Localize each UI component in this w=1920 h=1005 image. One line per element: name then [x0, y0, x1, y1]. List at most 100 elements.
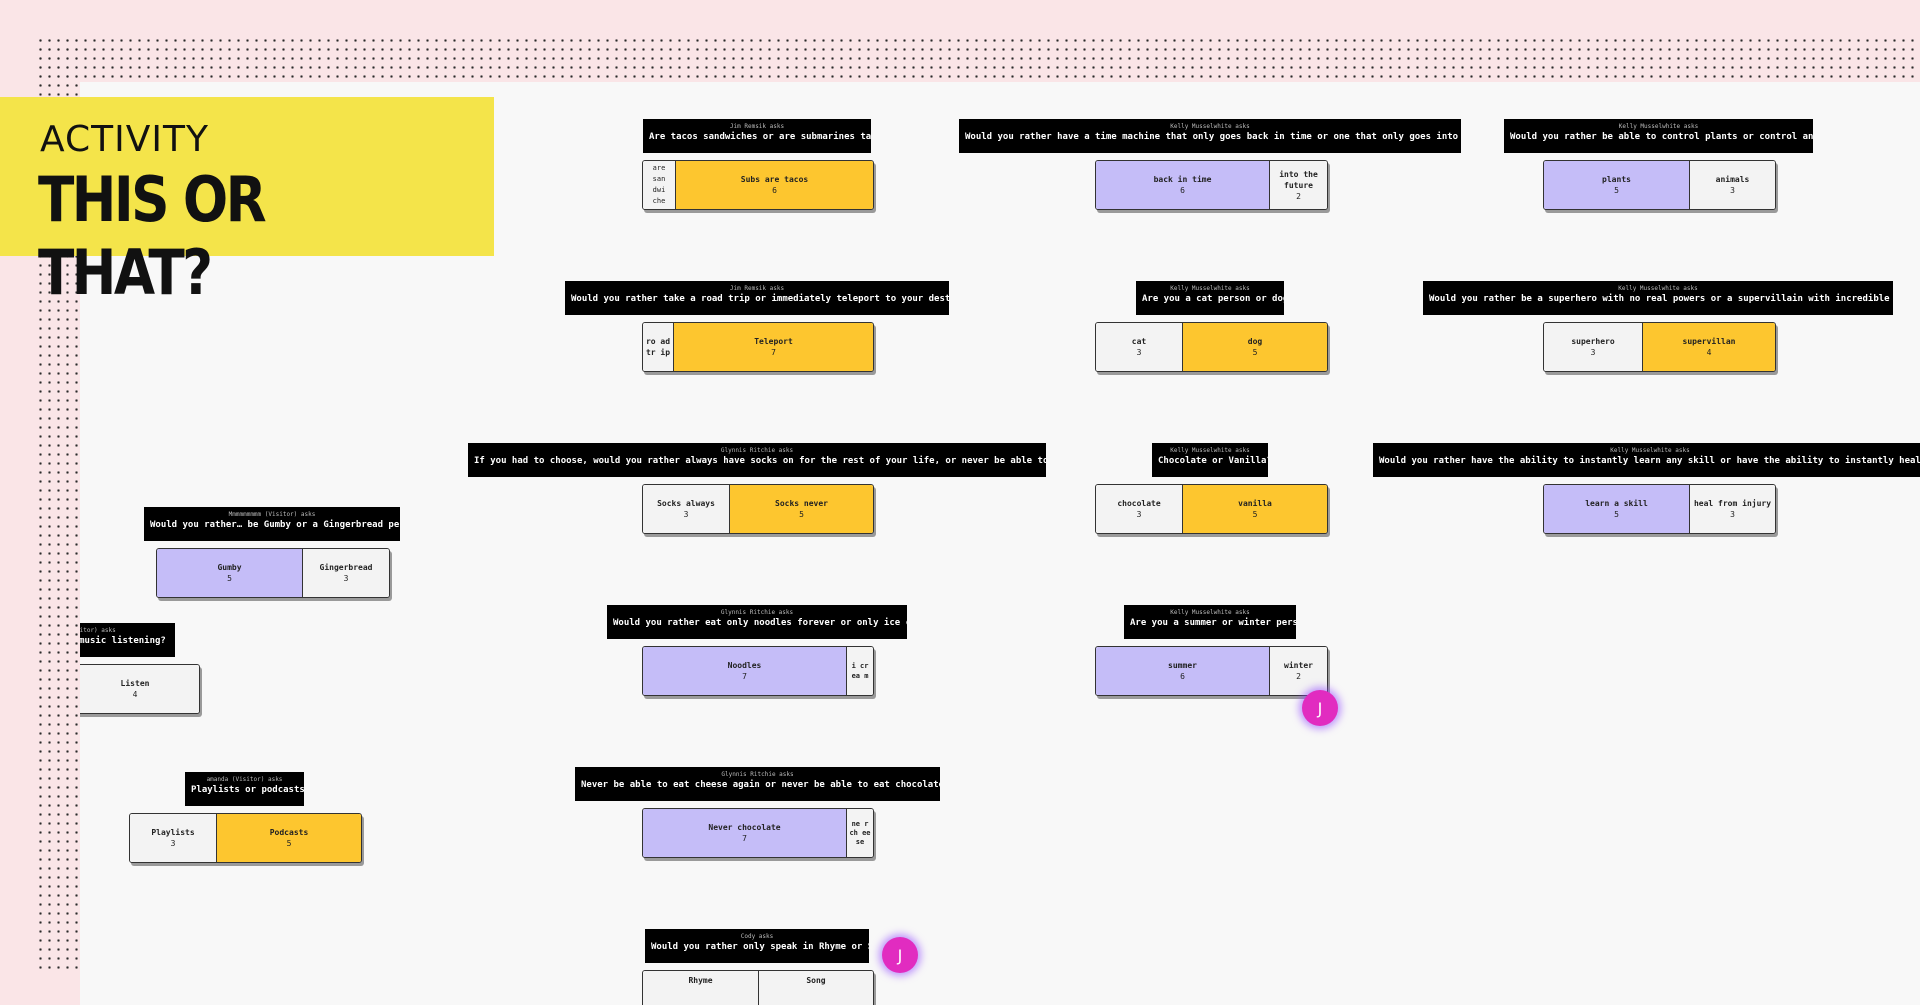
asker-name: Kelly Musselwhite asks: [1170, 609, 1250, 616]
question-text: Would you rather have a time machine tha…: [965, 132, 1461, 142]
poll-option[interactable]: ne r ch ee se: [846, 809, 873, 857]
question-text: Would you rather be a superhero with no …: [1429, 294, 1893, 304]
question-text: music listening?: [80, 636, 166, 646]
question-header: Glynnis Ritchie asks Never be able to ea…: [575, 767, 940, 801]
asker-name: Cody asks: [740, 933, 774, 940]
question-header: Cody asks Would you rather only speak in…: [645, 929, 869, 963]
question-text: Would you rather be able to control plan…: [1510, 132, 1813, 142]
asker-name: Jim Remsik asks: [729, 123, 785, 130]
asker-name: Kelly Musselwhite asks: [1618, 123, 1699, 130]
asker-name: Jim Remsik asks: [729, 285, 785, 292]
question-text: Playlists or podcasts?: [191, 785, 304, 795]
question-text: Are tacos sandwiches or are submarines t…: [649, 132, 871, 142]
question-header: Kelly Musselwhite asks Chocolate or Vani…: [1152, 443, 1268, 477]
question-header: Glynnis Ritchie asks Would you rather ea…: [607, 605, 907, 639]
activity-banner: ACTIVITY THIS OR THAT?: [0, 97, 494, 309]
question-text: Would you rather have the ability to ins…: [1379, 456, 1920, 466]
asker-name: Kelly Musselwhite asks: [1170, 447, 1250, 454]
dot-pattern-top: [36, 36, 1920, 86]
question-header: sitor) asks music listening?: [80, 623, 175, 657]
poll-card[interactable]: Rhyme Song: [642, 970, 874, 1005]
poll-option[interactable]: Song: [758, 971, 873, 1005]
poll-option[interactable]: ro ad tr ip: [643, 323, 673, 371]
question-text: Are you a summer or winter person: [1130, 618, 1296, 628]
question-text: Never be able to eat cheese again or nev…: [581, 780, 940, 790]
asker-name: Kelly Musselwhite asks: [1170, 123, 1250, 130]
banner-kicker: ACTIVITY: [40, 119, 209, 160]
collaborator-avatar[interactable]: J: [1302, 690, 1338, 726]
question-header: Kelly Musselwhite asks Would you rather …: [959, 119, 1461, 153]
question-header: Kelly Musselwhite asks Would you rather …: [1423, 281, 1893, 315]
asker-name: Kelly Musselwhite asks: [1618, 285, 1698, 292]
poll-option[interactable]: are san dwi che: [643, 161, 675, 209]
question-header: Glynnis Ritchie asks If you had to choos…: [468, 443, 1046, 477]
question-text: Would you rather… be Gumby or a Gingerbr…: [150, 520, 400, 530]
collaborator-avatar[interactable]: J: [882, 937, 918, 973]
question-text: Would you rather take a road trip or imm…: [571, 294, 949, 304]
banner-title: THIS OR THAT?: [38, 163, 267, 309]
question-header: Kelly Musselwhite asks Would you rather …: [1504, 119, 1813, 153]
asker-name: Glynnis Ritchie asks: [721, 771, 794, 778]
question-header: Kelly Musselwhite asks Are you a cat per…: [1136, 281, 1284, 315]
asker-name: amanda (Visitor) asks: [206, 776, 283, 783]
question-header: amanda (Visitor) asks Playlists or podca…: [185, 772, 304, 806]
asker-name: Glynnis Ritchie asks: [720, 609, 794, 616]
question-header: Jim Remsik asks Would you rather take a …: [565, 281, 949, 315]
poll-option[interactable]: Rhyme: [643, 971, 758, 1005]
question-text: Chocolate or Vanilla?: [1158, 456, 1268, 466]
poll-option[interactable]: i cr ea m: [846, 647, 873, 695]
question-text: If you had to choose, would you rather a…: [474, 456, 1046, 466]
question-text: Are you a cat person or dog?: [1142, 294, 1284, 304]
question-header: Jim Remsik asks Are tacos sandwiches or …: [643, 119, 871, 153]
asker-name: Mmmmmmmmm (Visitor) asks: [228, 511, 316, 518]
asker-name: Glynnis Ritchie asks: [720, 447, 794, 454]
question-header: Mmmmmmmmm (Visitor) asks Would you rathe…: [144, 507, 400, 541]
asker-name: Kelly Musselwhite asks: [1610, 447, 1690, 454]
question-header: Kelly Musselwhite asks Are you a summer …: [1124, 605, 1296, 639]
asker-name: sitor) asks: [80, 627, 116, 634]
asker-name: Kelly Musselwhite asks: [1170, 285, 1250, 292]
question-text: Would you rather eat only noodles foreve…: [613, 618, 907, 628]
question-header: Kelly Musselwhite asks Would you rather …: [1373, 443, 1920, 477]
